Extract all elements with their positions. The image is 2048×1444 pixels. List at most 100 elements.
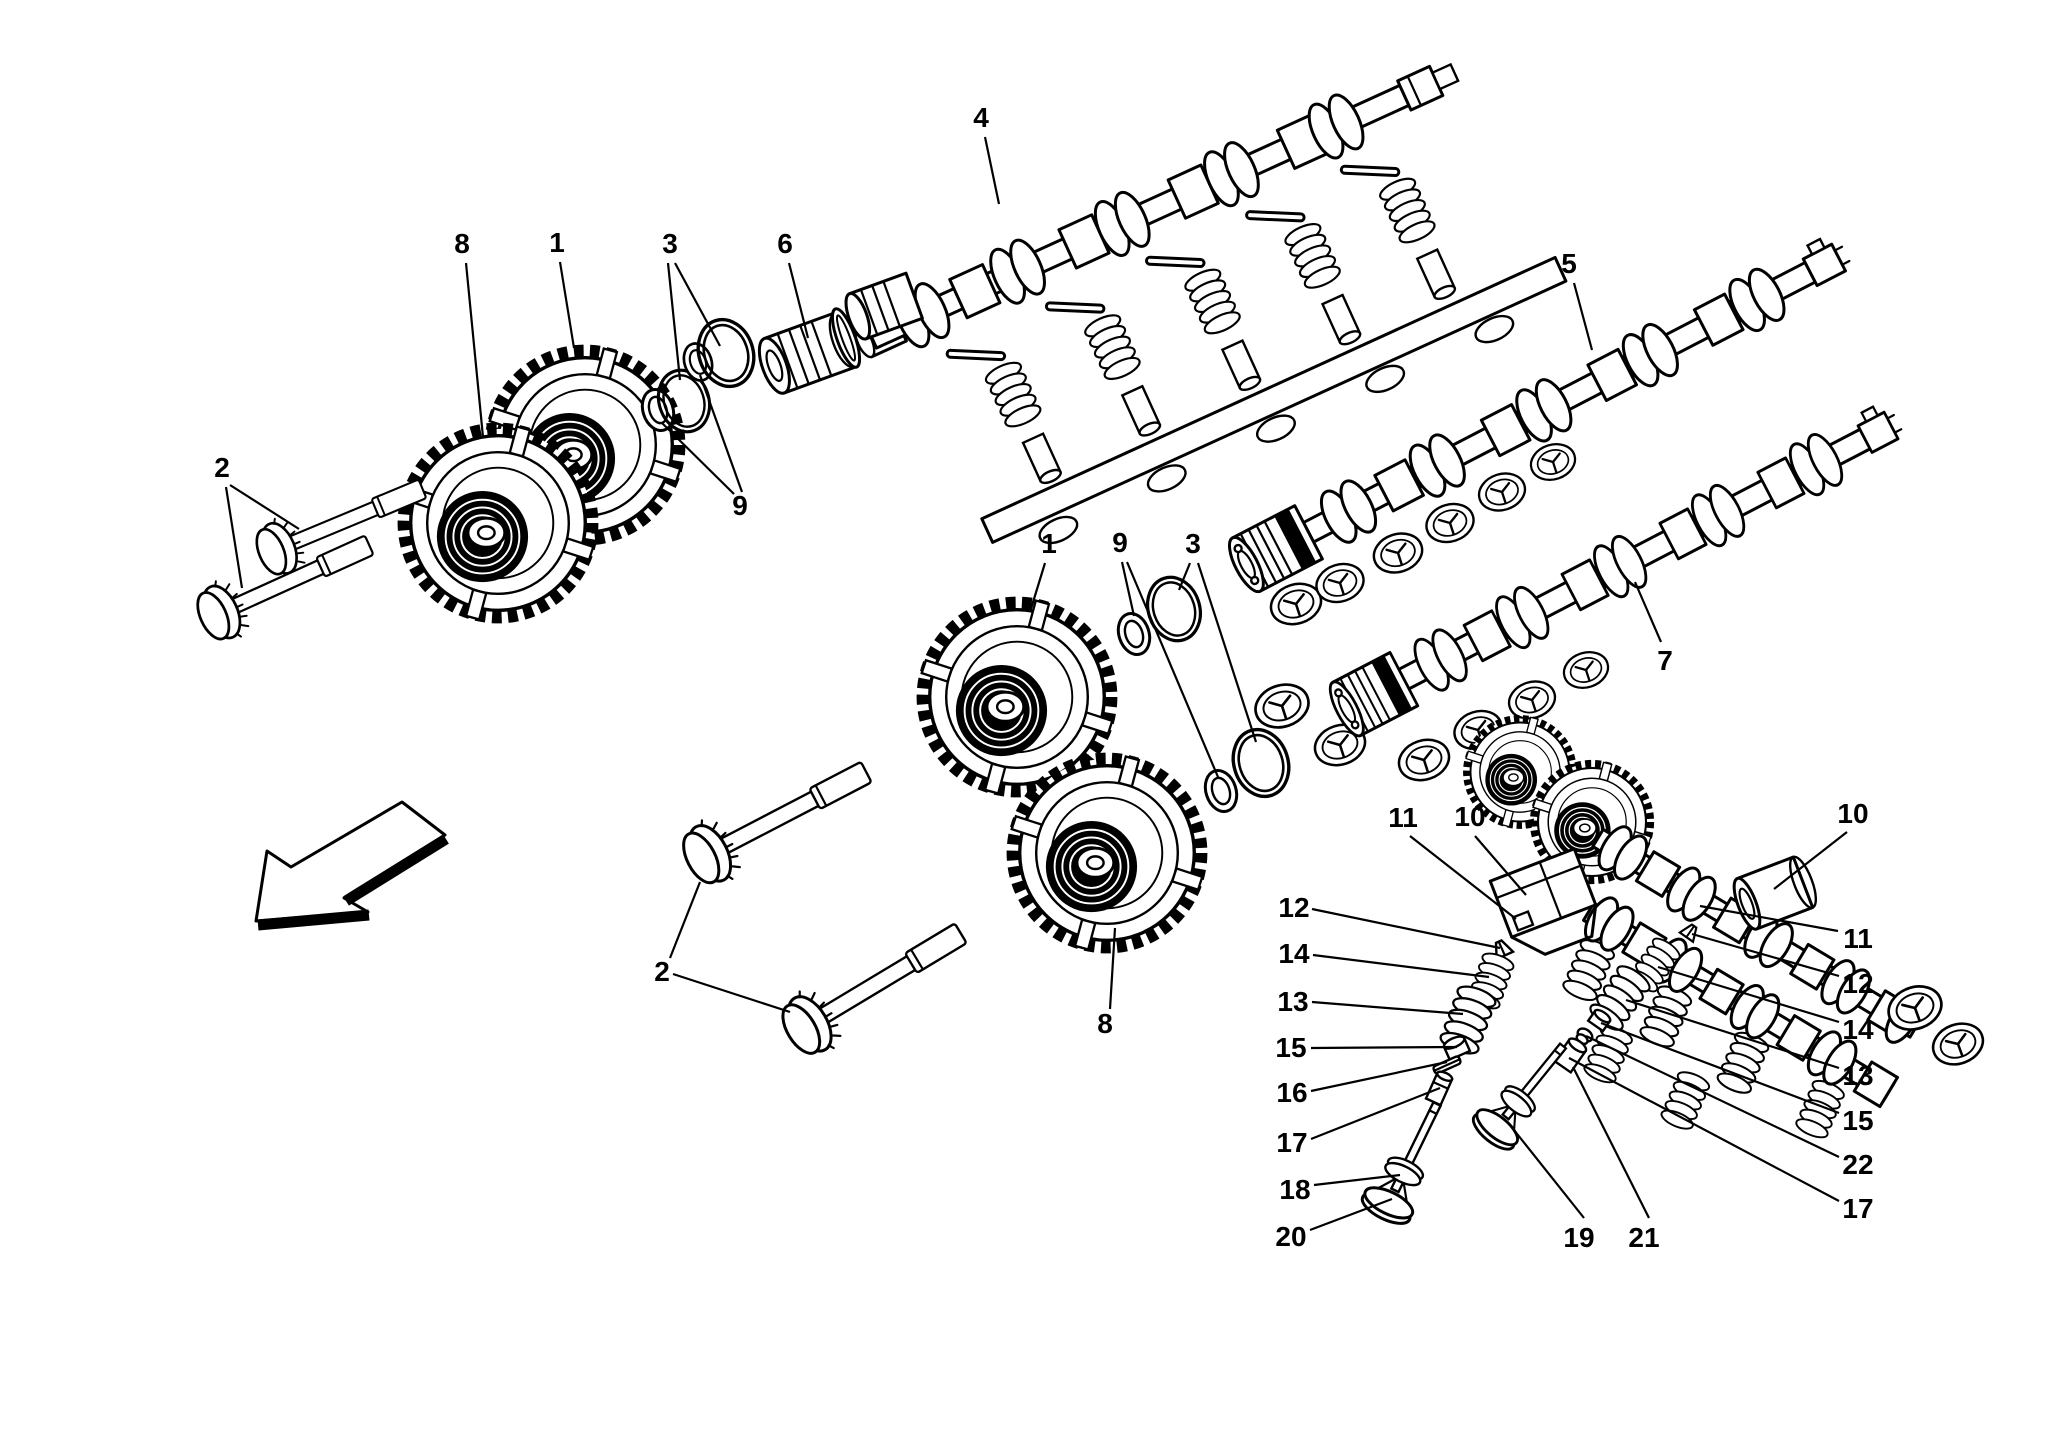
leader-line: [1311, 1000, 1464, 1016]
camshaft-front-cylinder: [844, 271, 924, 341]
direction-arrow: [254, 800, 449, 931]
leader-line: [229, 484, 300, 530]
leader-line: [1313, 1173, 1401, 1187]
callout-number: 11: [1388, 802, 1418, 833]
callout-number: 10: [1454, 801, 1485, 832]
leader-line: [1600, 1021, 1840, 1115]
callout-number: 15: [1275, 1032, 1306, 1063]
valve-18-with-seat-and-disc-20: [1356, 1091, 1462, 1232]
leader-line: [1657, 965, 1840, 1024]
leader-line: [1120, 561, 1136, 617]
callout-number: 11: [1843, 923, 1873, 954]
leader-line: [983, 136, 1001, 205]
callout-5-7: 5: [1561, 248, 1594, 351]
leader-line: [1773, 831, 1848, 890]
fixing-bolt-2: [672, 741, 883, 896]
callout-16-20: 16: [1276, 1060, 1448, 1108]
leader-line: [1177, 562, 1192, 591]
leader-line: [698, 374, 744, 493]
leader-line: [1568, 1057, 1840, 1202]
leader-line: [1311, 907, 1501, 950]
callout-number: 8: [454, 228, 470, 259]
leader-line: [672, 972, 791, 1014]
callout-3-2: 3: [662, 228, 721, 381]
callout-22-32: 22: [1585, 1035, 1874, 1180]
callout-11-14: 11: [1388, 802, 1517, 920]
leader-line: [666, 262, 682, 381]
callout-1-9: 1: [1028, 528, 1057, 613]
callout-9-6: 9: [661, 374, 748, 521]
leader-line: [787, 262, 810, 339]
leader-line: [1691, 932, 1840, 978]
callout-12-28: 12: [1691, 932, 1874, 999]
leader-line: [1312, 953, 1490, 979]
leader-line: [1572, 1066, 1650, 1219]
callout-number: 21: [1628, 1222, 1659, 1253]
callout-number: 13: [1842, 1060, 1873, 1091]
callout-number: 5: [1561, 248, 1577, 279]
leader-line: [1310, 1086, 1441, 1141]
callout-number: 14: [1278, 938, 1310, 969]
callout-4-4: 4: [973, 102, 1001, 205]
callout-18-22: 18: [1279, 1173, 1401, 1205]
callout-15-31: 15: [1600, 1021, 1874, 1136]
callout-number: 3: [662, 228, 678, 259]
callout-number: 7: [1657, 645, 1673, 676]
leader-line: [1633, 581, 1663, 643]
callout-12-16: 12: [1278, 892, 1501, 950]
callout-number: 18: [1279, 1174, 1310, 1205]
callout-number: 1: [1041, 528, 1057, 559]
leader-line: [668, 881, 702, 959]
leader-line: [1310, 1045, 1458, 1050]
callout-17-21: 17: [1276, 1086, 1441, 1158]
leader-line: [1572, 282, 1594, 351]
leader-line: [558, 261, 576, 349]
cylinder-head-assembly: [1466, 717, 1990, 1157]
callout-number: 14: [1842, 1014, 1874, 1045]
leader-line: [464, 262, 485, 438]
leader-line: [224, 486, 244, 589]
finger-followers-and-springs: [945, 164, 1457, 485]
shaft-disc: [830, 307, 862, 369]
callout-10-15: 10: [1454, 801, 1527, 896]
callout-number: 20: [1275, 1221, 1306, 1252]
callout-number: 16: [1276, 1077, 1307, 1108]
end-cup: [1926, 1015, 1990, 1073]
callout-8-0: 8: [454, 228, 485, 438]
callout-number: 12: [1842, 968, 1873, 999]
callout-number: 2: [654, 956, 670, 987]
cam-variator-8-middle: [1012, 757, 1203, 950]
leader-line: [1625, 998, 1840, 1070]
leader-line: [661, 422, 735, 495]
callout-number: 6: [777, 228, 793, 259]
leader-line: [1028, 562, 1047, 613]
callout-7-8: 7: [1633, 581, 1673, 676]
callout-6-3: 6: [777, 228, 810, 339]
callout-number: 8: [1097, 1008, 1113, 1039]
callout-15-19: 15: [1275, 1032, 1458, 1063]
callout-8-13: 8: [1097, 927, 1117, 1039]
callout-3-11: 3: [1177, 528, 1258, 743]
valve-kit-loose-parts: [1356, 936, 1517, 1232]
leader-line: [1108, 927, 1117, 1010]
callout-number: 3: [1185, 528, 1201, 559]
camshaft-tappet-assembly-4: [854, 62, 1568, 545]
leader-line: [1474, 835, 1527, 896]
callout-number: 19: [1563, 1222, 1594, 1253]
callout-13-18: 13: [1277, 986, 1464, 1017]
leader-line: [1585, 1035, 1840, 1158]
callout-1-1: 1: [549, 227, 576, 349]
callout-20-23: 20: [1275, 1197, 1393, 1252]
callout-13-30: 13: [1625, 998, 1874, 1091]
callout-number: 15: [1842, 1105, 1873, 1136]
callout-number: 12: [1278, 892, 1309, 923]
callout-number: 9: [1112, 527, 1128, 558]
callout-10-26: 10: [1773, 798, 1869, 890]
callout-14-17: 14: [1278, 938, 1490, 979]
callout-2-5: 2: [214, 452, 300, 589]
callout-number: 17: [1842, 1193, 1873, 1224]
leader-line: [674, 262, 721, 347]
callout-number: 9: [732, 490, 748, 521]
